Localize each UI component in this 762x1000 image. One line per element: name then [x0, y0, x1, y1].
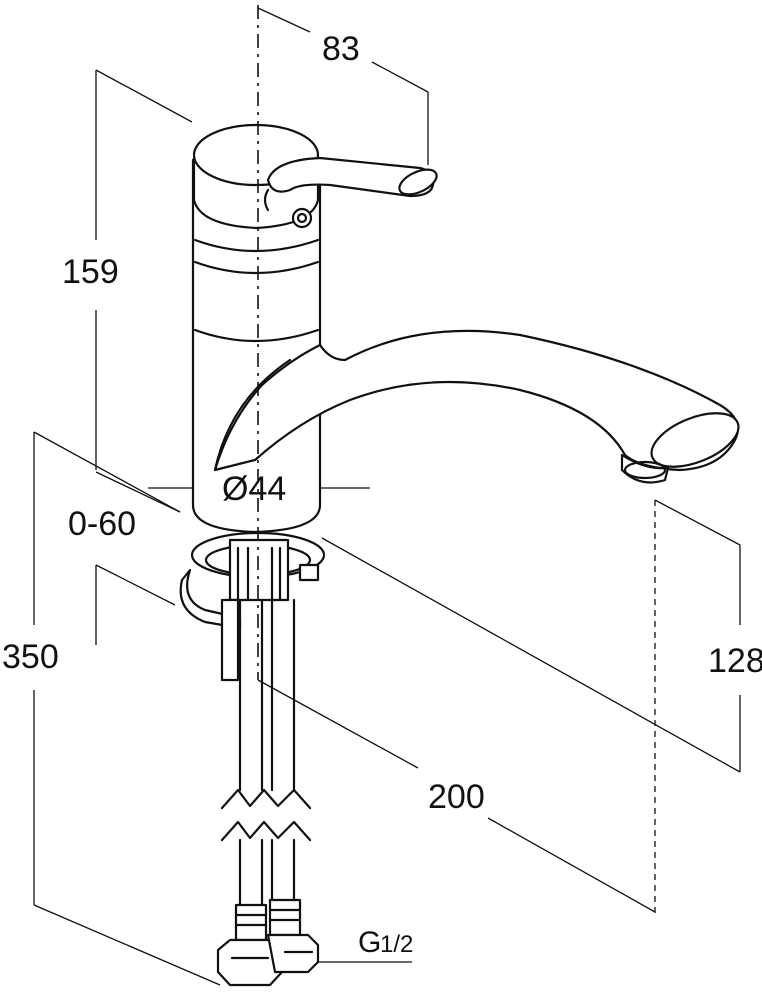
thread-callout-prefix: G: [358, 926, 381, 959]
dimension-128-label: 128: [708, 642, 762, 680]
lever-handle: [263, 156, 438, 229]
dimension-83-label: 83: [322, 30, 360, 68]
dimension-350: 350: [2, 431, 221, 986]
dimension-83: 83: [257, 7, 429, 165]
dimension-200-label: 200: [428, 778, 485, 816]
thread-callout-size: 1/2: [380, 931, 413, 958]
dimension-diameter-44: Ø44: [148, 470, 370, 508]
dimension-200: 200: [257, 679, 656, 913]
supply-hoses: [216, 598, 320, 987]
thread-callout: G 1/2: [318, 926, 413, 963]
dimension-diameter-44-label: Ø44: [222, 470, 286, 508]
dimension-0-60-label: 0-60: [68, 505, 136, 543]
dimension-128: 128: [321, 499, 762, 915]
dimension-159-label: 159: [62, 253, 119, 291]
dimension-0-60: 0-60: [68, 471, 181, 645]
dimension-350-label: 350: [2, 638, 59, 676]
dimension-159: 159: [62, 69, 193, 470]
mounting-hardware: [179, 531, 326, 682]
spout: [213, 329, 740, 484]
